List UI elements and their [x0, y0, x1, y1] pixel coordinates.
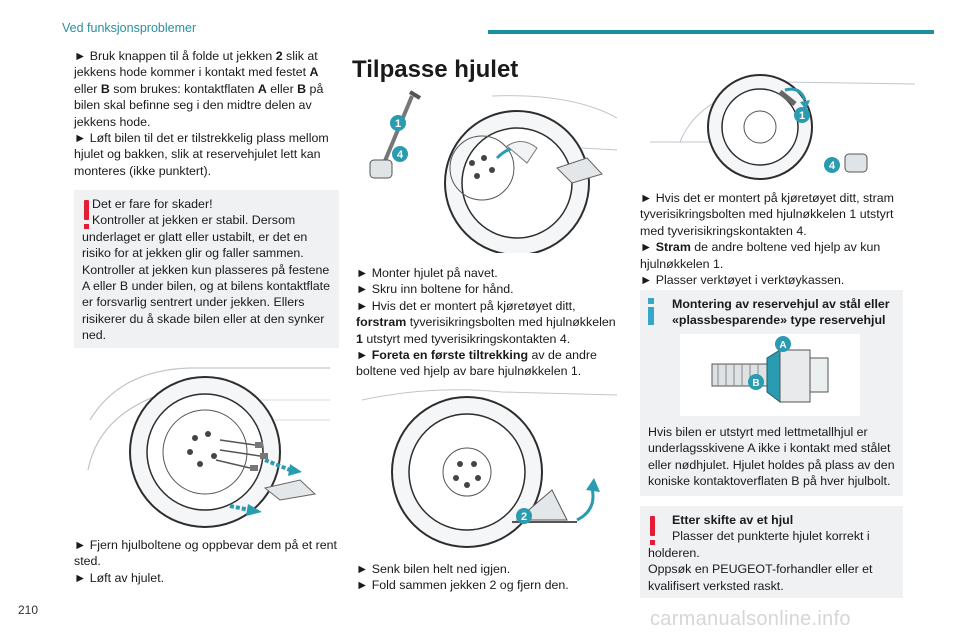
watermark: carmanualsonline.info	[650, 608, 851, 630]
col2-steps-a: ► Monter hjulet på navet. ► Skru inn bol…	[356, 266, 616, 379]
warning-box-after-change: Etter skifte av et hjul Plasser det punk…	[640, 506, 903, 598]
callout-b: B	[752, 378, 759, 389]
warning-icon	[84, 200, 89, 229]
callout-2: 2	[521, 511, 527, 523]
callout-1: 1	[799, 110, 805, 122]
callout-4: 4	[397, 149, 404, 161]
page-number: 210	[18, 603, 39, 617]
lower-car-illustration: 2	[361, 389, 618, 548]
warning-box-jack: Det er fare for skader! Kontroller at je…	[74, 190, 339, 348]
info-icon	[648, 298, 655, 325]
tighten-bolts-illustration: 1 4	[650, 74, 916, 180]
callout-a: A	[779, 340, 786, 351]
callout-4: 4	[829, 160, 836, 172]
mount-wheel-illustration: 1 4	[369, 90, 618, 253]
col1-steps-a: ► Bruk knappen til å folde ut jekken 2 s…	[74, 49, 329, 178]
col2-steps-b: ► Senk bilen helt ned igjen. ► Fold samm…	[356, 562, 569, 593]
section-heading: Tilpasse hjulet	[352, 56, 519, 83]
col1-steps-b: ► Fjern hjulboltene og oppbevar dem på e…	[74, 538, 337, 585]
section-title: Ved funksjonsproblemer	[62, 21, 197, 35]
header-bar	[488, 30, 934, 34]
info-box-spare-wheel: Montering av reservehjul av stål eller «…	[640, 290, 903, 496]
remove-wheel-illustration	[87, 367, 330, 528]
callout-1: 1	[395, 118, 401, 130]
col3-steps: ► Hvis det er montert på kjøretøyet ditt…	[640, 191, 894, 288]
wheel-bolt-illustration: A B	[680, 334, 860, 416]
warning-icon	[650, 516, 655, 545]
